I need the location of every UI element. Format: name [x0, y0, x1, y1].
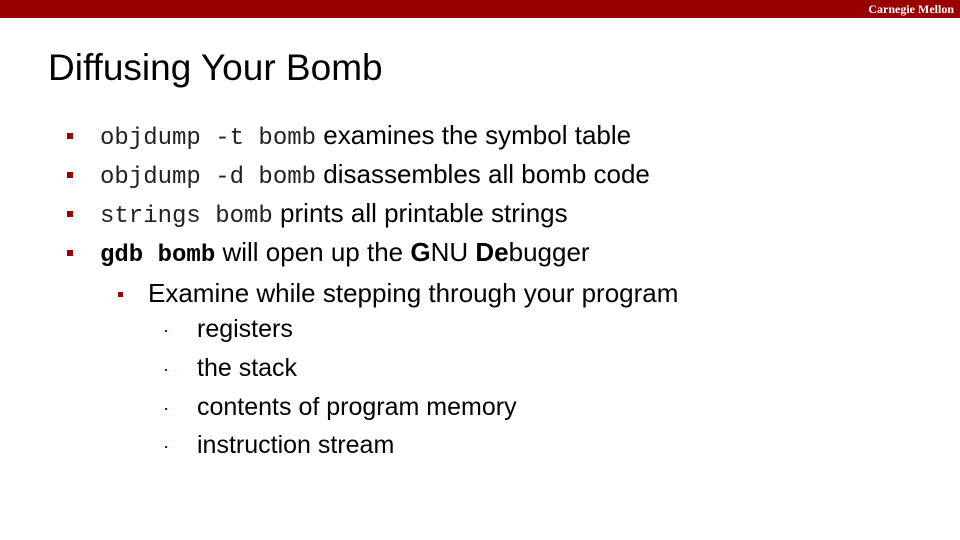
- sub-sub-item-text: the stack: [197, 354, 298, 382]
- item-text-part: NU: [430, 237, 476, 267]
- bullet-item-objdump-t: objdump -t bomb examines the symbol tabl…: [67, 120, 632, 154]
- code-text: gdb bomb: [100, 242, 216, 269]
- square-bullet-icon: [67, 211, 73, 217]
- slide-title: Diffusing Your Bomb: [48, 47, 383, 88]
- dot-bullet-icon: [165, 408, 167, 410]
- code-text: objdump -t bomb: [100, 125, 317, 152]
- bullet-item-strings: strings bomb prints all printable string…: [67, 198, 568, 232]
- sub-bullet-item: Examine while stepping through your prog…: [118, 278, 679, 308]
- square-bullet-icon: [67, 250, 73, 256]
- top-banner: Carnegie Mellon: [0, 0, 960, 18]
- item-text: disassembles all bomb code: [316, 159, 650, 189]
- sub-sub-item: contents of program memory: [165, 392, 517, 422]
- sub-sub-item-text: registers: [197, 315, 293, 343]
- sub-sub-item: instruction stream: [165, 430, 395, 460]
- bullet-item-gdb: gdb bomb will open up the GNU Debugger: [67, 237, 590, 271]
- dot-bullet-icon: [165, 446, 167, 448]
- item-text-part: De: [475, 237, 509, 267]
- item-text-part: G: [410, 237, 431, 267]
- sub-sub-item-text: contents of program memory: [197, 393, 517, 421]
- square-bullet-icon: [67, 172, 73, 178]
- item-text-part: ugger: [523, 237, 590, 267]
- square-bullet-icon: [67, 133, 73, 139]
- item-text: prints all printable strings: [272, 198, 568, 228]
- sub-sub-item: the stack: [165, 353, 298, 383]
- dot-bullet-icon: [165, 369, 167, 371]
- brand-label: Carnegie Mellon: [868, 2, 954, 16]
- sub-item-text: Examine while stepping through your prog…: [148, 278, 679, 308]
- code-text: strings bomb: [100, 203, 273, 230]
- dot-bullet-icon: [165, 330, 167, 332]
- sub-sub-item: registers: [165, 314, 293, 344]
- bullet-item-objdump-d: objdump -d bomb disassembles all bomb co…: [67, 159, 650, 193]
- item-text-part: b: [508, 237, 524, 267]
- code-text: objdump -d bomb: [100, 164, 317, 191]
- square-bullet-icon: [118, 292, 123, 297]
- sub-sub-item-text: instruction stream: [197, 431, 395, 459]
- item-text-part: will open up the: [215, 237, 411, 267]
- item-text: examines the symbol table: [316, 120, 632, 150]
